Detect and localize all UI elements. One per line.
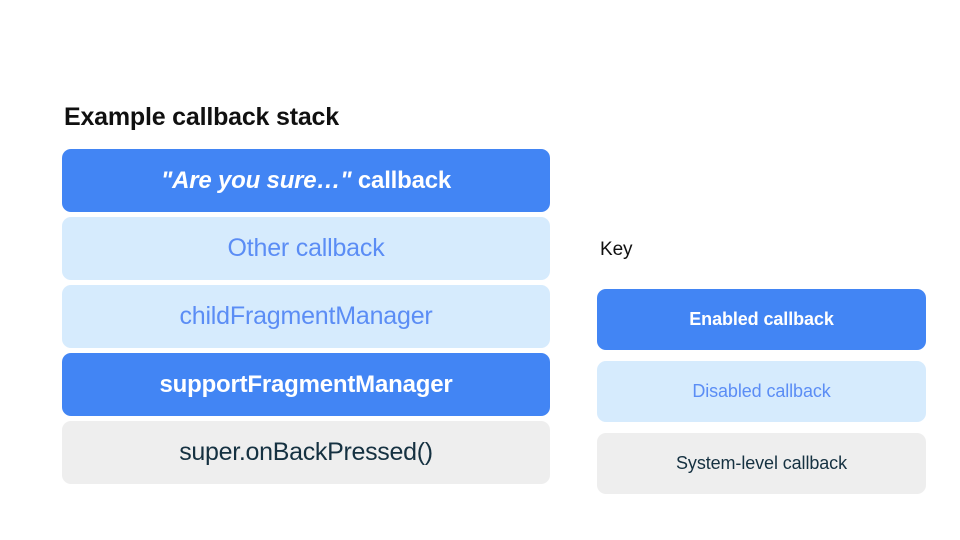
key-item-label: Enabled callback [689, 309, 834, 329]
callback-stack-section: Example callback stack "Are you sure…" c… [62, 102, 550, 484]
page-title: Example callback stack [64, 103, 339, 131]
key-item-enabled-callback: Enabled callback [597, 289, 926, 350]
key-section: Key Enabled callback Disabled callback S… [597, 238, 926, 494]
stack-item-label: supportFragmentManager [159, 370, 453, 398]
stack-item-support-fragment-manager: supportFragmentManager [62, 353, 550, 416]
stack-item-super-on-back-pressed: super.onBackPressed() [62, 421, 550, 484]
key-item-label: System-level callback [676, 453, 847, 473]
stack-item-are-you-sure-callback: "Are you sure…" callback [62, 149, 550, 212]
stack-item-label-emphasis: "Are you sure…" [160, 166, 352, 194]
key-item-system-level-callback: System-level callback [597, 433, 926, 494]
stack-item-label: super.onBackPressed() [179, 438, 433, 466]
stack-item-label: childFragmentManager [179, 302, 433, 330]
key-item-label: Disabled callback [692, 381, 831, 401]
key-title: Key [600, 239, 633, 260]
stack-item-child-fragment-manager: childFragmentManager [62, 285, 550, 348]
stack-item-other-callback: Other callback [62, 217, 550, 280]
stack-item-label: "Are you sure…" callback [161, 167, 451, 195]
key-item-disabled-callback: Disabled callback [597, 361, 926, 422]
stack-item-label: Other callback [227, 234, 385, 262]
stack-item-label-plain: callback [351, 166, 452, 194]
